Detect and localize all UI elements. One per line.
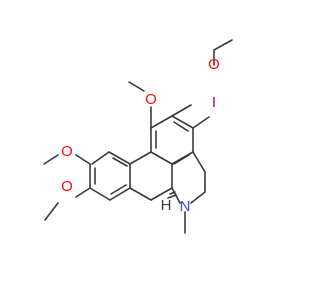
bond xyxy=(173,121,189,132)
bond xyxy=(110,184,127,195)
bond xyxy=(192,116,210,129)
bond xyxy=(112,157,128,167)
bond xyxy=(91,151,110,165)
bond xyxy=(75,187,91,198)
bond xyxy=(75,154,91,165)
molecule-structure: O O O O I N H xyxy=(43,39,233,234)
bond xyxy=(173,154,190,165)
atom-label-oxygen: O xyxy=(145,91,157,108)
bond xyxy=(44,202,59,221)
atom-label-oxygen: O xyxy=(208,56,220,73)
bond xyxy=(150,115,173,129)
atom-label-oxygen: O xyxy=(61,178,73,195)
bond-layer xyxy=(43,39,233,234)
bond xyxy=(213,39,233,51)
bond xyxy=(109,187,131,201)
bond xyxy=(43,154,59,165)
atom-labels: O O O O I N H xyxy=(61,56,220,215)
bond xyxy=(150,187,173,201)
bond xyxy=(171,104,192,117)
bond xyxy=(171,115,194,129)
bond xyxy=(108,151,131,165)
bond xyxy=(192,151,206,173)
bond xyxy=(89,187,111,201)
stereo-hash-bond xyxy=(169,191,176,195)
atom-label-nitrogen: N xyxy=(180,198,191,215)
atom-label-iodine: I xyxy=(212,94,216,111)
bond xyxy=(129,151,152,165)
bond xyxy=(129,187,152,201)
atom-label-hydrogen: H xyxy=(161,197,172,214)
bond xyxy=(150,151,173,165)
bond xyxy=(190,191,206,204)
structure-canvas: O O O O I N H xyxy=(43,39,233,234)
bond xyxy=(128,81,145,92)
atom-label-oxygen: O xyxy=(61,143,73,160)
stereo-hash-bond xyxy=(167,194,177,199)
